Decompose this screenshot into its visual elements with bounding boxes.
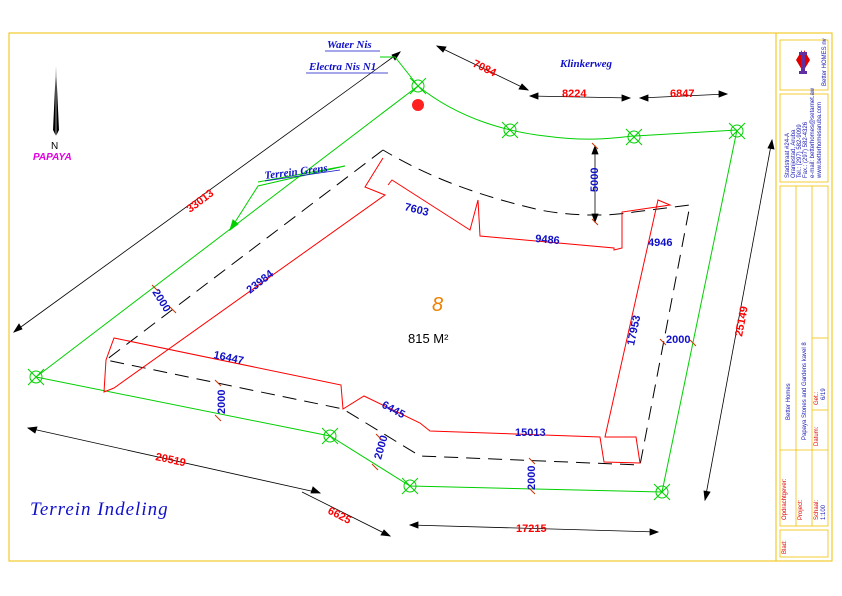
blad-label: Blad: [782, 540, 788, 554]
red-dimensions: 7084 8224 6847 33013 25149 20519 6625 17… [154, 58, 750, 535]
marker-icon [625, 128, 643, 146]
road-label: Klinkerweg [559, 58, 612, 70]
north-label: N [51, 141, 58, 152]
address-line: Fax.: (297) 582-4326 [803, 121, 809, 178]
title-block [779, 39, 829, 558]
dim-15013: 15013 [515, 427, 546, 439]
blue-dimensions: 5000 7603 9486 4946 23984 17953 16447 64… [149, 168, 690, 490]
marker-icon [409, 77, 427, 95]
datum-value: 6/19 [821, 388, 827, 400]
dim-2000-bottom-left: 2000 [216, 390, 228, 414]
schaal-label: Schaal: [814, 500, 820, 520]
company-logo-icon [796, 50, 810, 74]
dim-6445: 6445 [380, 399, 407, 421]
dim-20519: 20519 [154, 451, 186, 469]
logo-caption: Better HOMES nv [822, 38, 828, 86]
dim-33013: 33013 [185, 187, 217, 215]
setback-line [104, 149, 691, 466]
dim-16447: 16447 [212, 349, 244, 367]
project-label: Project: [798, 499, 804, 520]
label-leaders [264, 50, 388, 182]
marker-icon [321, 427, 339, 445]
project-value: Papaya Stones and Gardens kavel 8 [802, 342, 808, 440]
schaal-value: 1:100 [821, 504, 827, 520]
water-nis-label: Water Nis [327, 39, 372, 51]
plot-boundary [35, 56, 738, 493]
electra-nis-label: Electra Nis N1 [308, 61, 376, 73]
opdrachtgever-label: Opdrachtgever: [782, 478, 788, 520]
dim-6625: 6625 [326, 505, 353, 527]
dim-8224: 8224 [562, 88, 587, 100]
opdrachtgever-value: Better Homes [786, 383, 792, 420]
dim-2000-right: 2000 [666, 334, 690, 346]
marker-icon [401, 477, 419, 495]
get-label: Get.: [814, 392, 820, 405]
dim-7084: 7084 [471, 58, 499, 80]
dimension-ticks [151, 142, 697, 495]
utility-pole-icon [412, 99, 424, 111]
dim-5000: 5000 [589, 168, 601, 192]
dim-2000-bottom-mid: 2000 [372, 434, 390, 461]
plot-number: 8 [432, 294, 443, 316]
marker-icon [728, 122, 746, 140]
dim-7603: 7603 [403, 201, 430, 219]
dim-23984: 23984 [244, 268, 276, 297]
plot-area: 815 M² [408, 331, 449, 346]
drawing-frame [8, 32, 833, 562]
drawing-title: Terrein Indeling [30, 499, 169, 520]
dimension-lines [13, 45, 775, 537]
dim-25149: 25149 [733, 305, 751, 337]
dim-17953: 17953 [625, 314, 643, 346]
marker-icon [27, 368, 45, 386]
address-line: www.betterhomesaruba.com [817, 102, 823, 179]
house-footprint [103, 157, 672, 464]
address-block: Stadstraat #24-A Oranjestad, Aruba Tel.:… [785, 87, 823, 179]
address-line: Stadstraat #24-A [785, 133, 791, 178]
north-arrow-icon: N [51, 66, 59, 152]
papaya-mark: PAPAYA [33, 152, 72, 163]
dim-6847: 6847 [670, 88, 694, 100]
dim-2000-bottom: 2000 [526, 466, 538, 490]
dim-17215: 17215 [516, 523, 547, 535]
marker-icon [653, 483, 671, 501]
datum-label: Datum: [814, 426, 820, 446]
dim-9486: 9486 [535, 233, 560, 247]
survey-markers [27, 77, 746, 501]
dim-2000-left: 2000 [149, 287, 172, 314]
address-line: Oranjestad, Aruba [791, 129, 797, 178]
address-line: Tel.: (297) 582-9099 [797, 124, 803, 178]
marker-icon [501, 121, 519, 139]
dim-4946: 4946 [648, 237, 672, 249]
address-line: e-mail: betterhomes@setarnet.aw [810, 87, 816, 178]
